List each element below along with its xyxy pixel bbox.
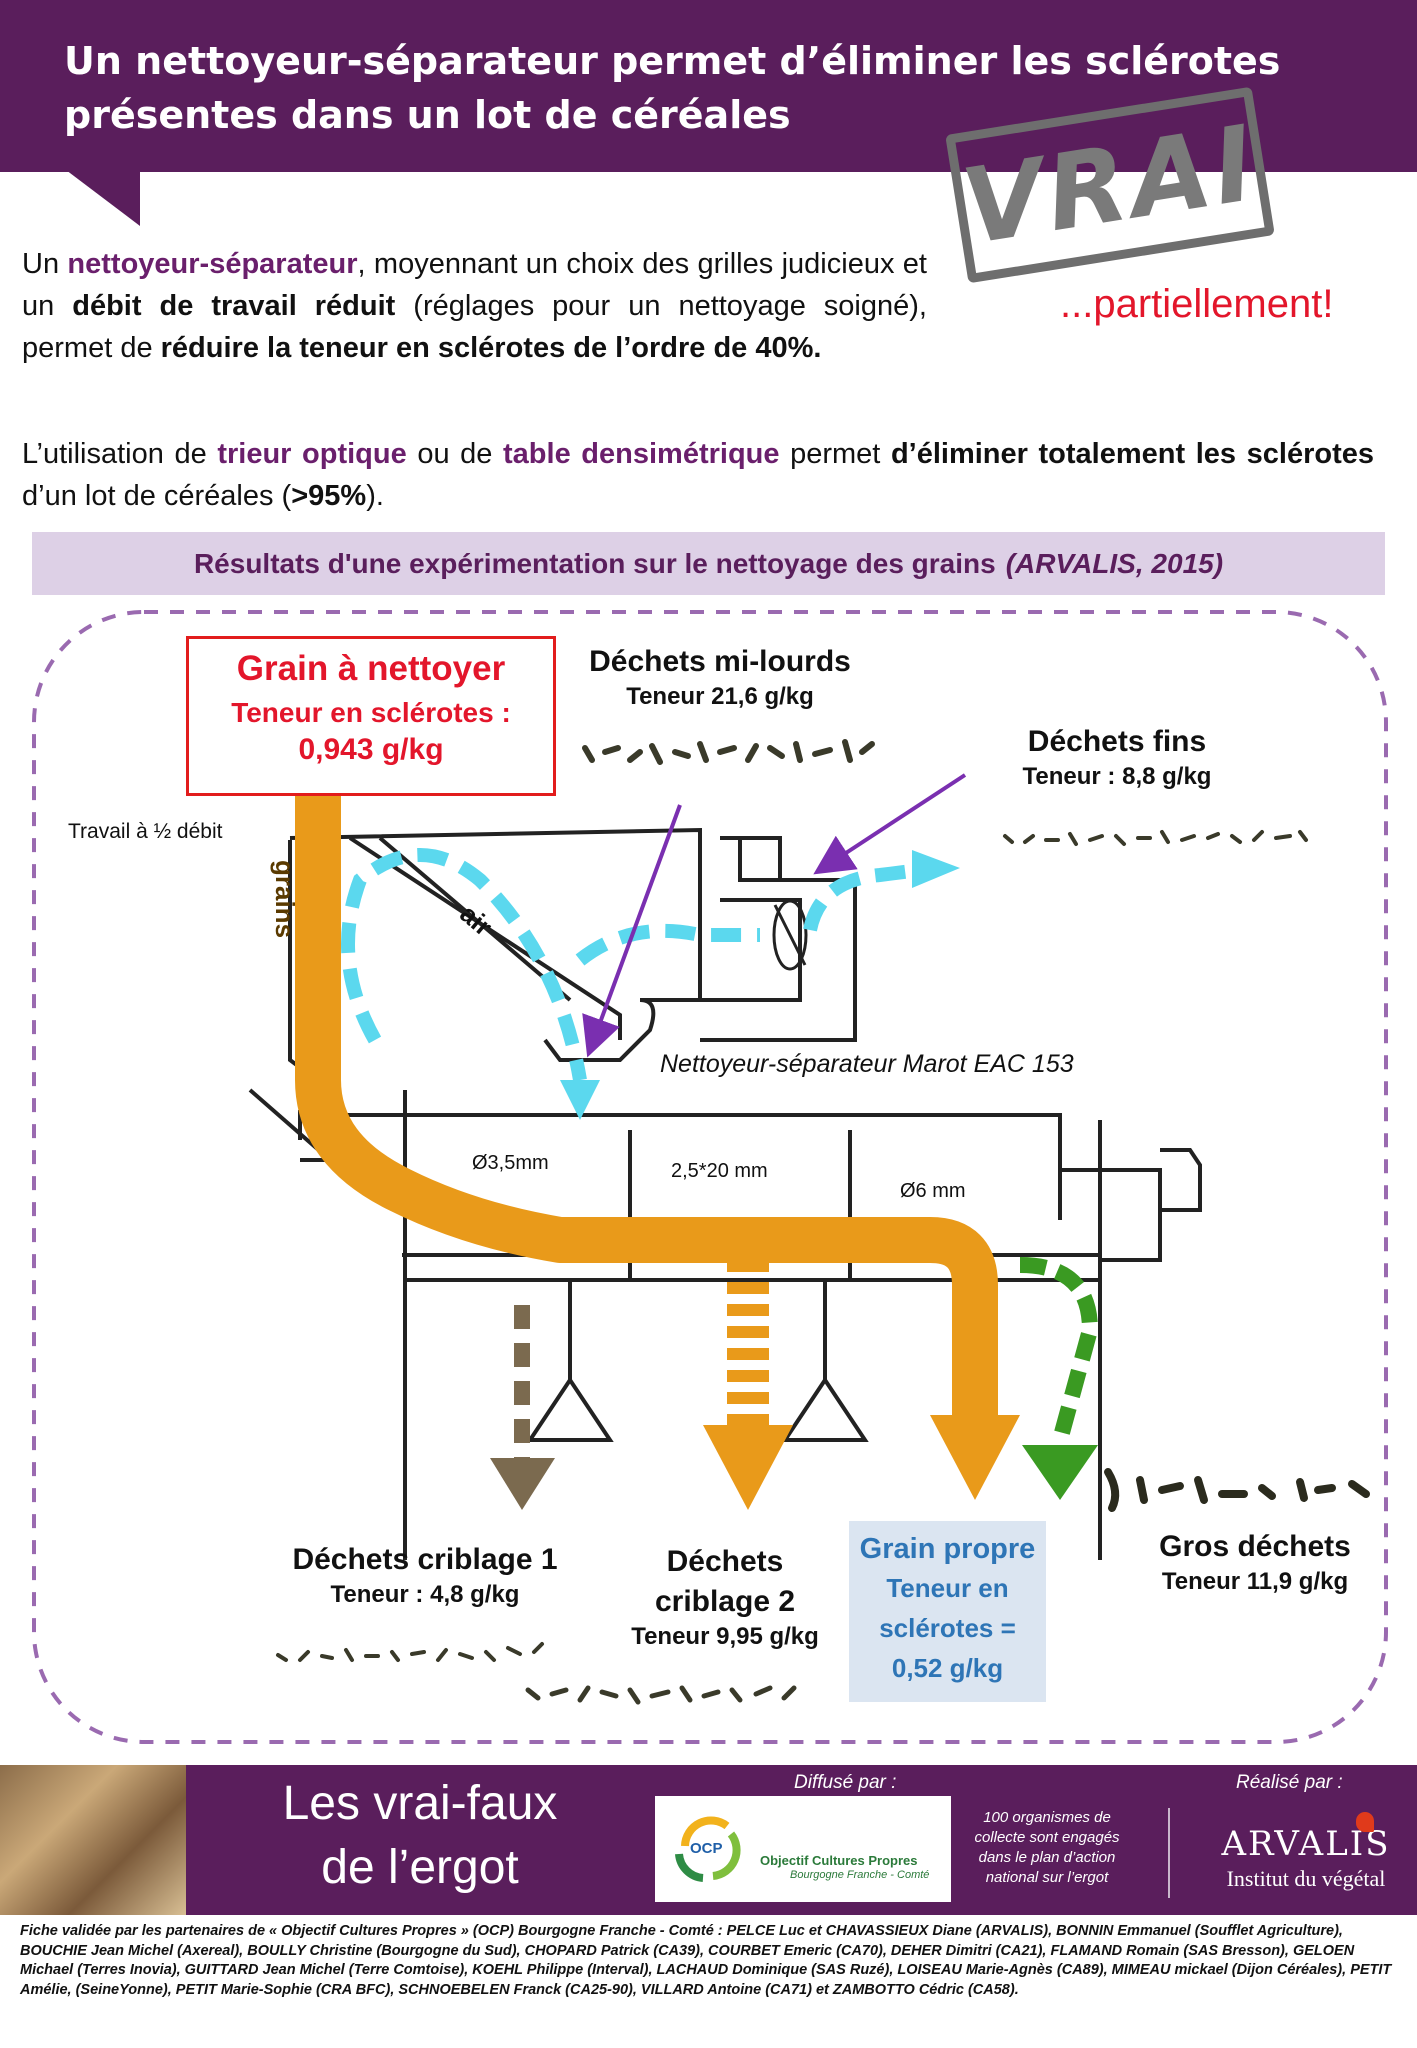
results-source: (ARVALIS, 2015) <box>1005 547 1224 579</box>
criblage1-arrow <box>490 1458 555 1510</box>
gros-flow <box>1019 1257 1099 1443</box>
sample-mi-lourds <box>582 739 875 765</box>
sieve-label: 2,5*20 mm <box>671 1160 768 1182</box>
criblage2-arrow <box>703 1425 793 1510</box>
output-value: Teneur : 4,8 g/kg <box>330 1581 520 1608</box>
output-value: Teneur 11,9 g/kg <box>1161 1568 1349 1595</box>
intro-text: ou de <box>406 438 504 470</box>
intro-bold: d’éliminer totalement les sclérotes <box>890 438 1374 470</box>
series-title: Les vrai-faux de l’ergot <box>190 1772 650 1900</box>
output-value: Teneur : 8,8 g/kg <box>1022 763 1212 790</box>
wheat-photo <box>0 1765 186 1915</box>
output-name-line2: criblage 2 <box>654 1585 796 1618</box>
arvalis-name: ARVALIS <box>1221 1824 1391 1864</box>
arvalis-tagline: Institut du végétal <box>1226 1866 1386 1891</box>
page-title: Un nettoyeur-séparateur permet d’élimine… <box>64 39 1281 137</box>
intro-bold: débit de travail réduit <box>72 290 396 322</box>
air-arrow-down <box>560 1080 600 1120</box>
sieve-label: Ø3,5mm <box>472 1152 549 1174</box>
diagram-frame <box>32 610 1388 1744</box>
intro-text: L’utilisation de <box>22 438 218 470</box>
intro-paragraph-2: L’utilisation de trieur optique ou de ta… <box>22 433 1374 517</box>
fan-icon <box>772 899 808 971</box>
results-heading: Résultats d'une expérimentation sur le n… <box>32 532 1385 595</box>
sample-criblage2 <box>525 1685 797 1705</box>
made-by-label: Réalisé par : <box>1236 1772 1343 1793</box>
work-rate-note: Travail à ½ débit <box>68 820 223 843</box>
sample-gros <box>1104 1468 1370 1512</box>
intro-text: (réglages pour un nettoyage soigné), per… <box>22 290 927 364</box>
intro-bold: réduire la teneur en sclérotes de l’ordr… <box>160 332 822 364</box>
input-label: Teneur en sclérotes : <box>231 697 511 728</box>
input-value: 0,943 g/kg <box>298 733 444 766</box>
series-title-line1: Les vrai-faux <box>282 1777 558 1830</box>
credits: Fiche validée par les partenaires de « O… <box>20 1923 1392 1998</box>
arvalis-logo: ARVALIS Institut du végétal <box>1206 1824 1406 1892</box>
intro-text: Un <box>22 248 68 280</box>
pointer-mi-lourds <box>582 804 682 1058</box>
cleaner-diagram <box>32 610 1388 1744</box>
output-value: Teneur 21,6 g/kg <box>626 683 814 710</box>
verdict-qualifier: ...partiellement! <box>1060 282 1334 326</box>
output-fins: Déchets fins Teneur : 8,8 g/kg <box>982 725 1252 791</box>
output-value: Teneur 9,95 g/kg <box>631 1623 819 1650</box>
header-banner: Un nettoyeur-séparateur permet d’élimine… <box>0 0 1417 172</box>
output-gros: Gros déchets Teneur 11,9 g/kg <box>1130 1530 1380 1596</box>
air-flow <box>341 848 921 1082</box>
output-name: Déchets criblage 1 <box>292 1543 558 1576</box>
output-grain-propre: Grain propre Teneur en sclérotes = 0,52 … <box>849 1521 1046 1702</box>
grains-flow-label: grains <box>270 860 300 939</box>
footer-divider <box>1168 1808 1170 1898</box>
output-name: Gros déchets <box>1159 1530 1351 1563</box>
ocp-swirl-icon <box>675 1816 741 1882</box>
output-value-line3: 0,52 g/kg <box>891 1653 1004 1683</box>
intro-highlight: nettoyeur-séparateur <box>67 248 358 280</box>
output-name-line1: Déchets <box>666 1545 784 1578</box>
engagement-note: 100 organismes de collecte sont engagés … <box>974 1809 1120 1886</box>
arvalis-leaf-icon <box>1356 1812 1374 1832</box>
output-value-line2: sclérotes = <box>879 1613 1016 1643</box>
series-title-line2: de l’ergot <box>321 1841 519 1894</box>
diffused-by-label: Diffusé par : <box>794 1772 897 1793</box>
intro-bold: >95% <box>291 480 367 512</box>
intro-text: ). <box>366 480 384 512</box>
air-arrow-fine <box>912 850 960 888</box>
header-speech-tail <box>66 170 140 226</box>
intro-text: permet <box>779 438 891 470</box>
output-mi-lourds: Déchets mi-lourds Teneur 21,6 g/kg <box>560 645 880 711</box>
output-criblage1: Déchets criblage 1 Teneur : 4,8 g/kg <box>280 1543 570 1609</box>
machine-name: Nettoyeur-séparateur Marot EAC 153 <box>660 1050 1074 1078</box>
ocp-logo <box>655 1796 951 1902</box>
input-name: Grain à nettoyer <box>236 649 506 688</box>
ocp-region: Bourgogne Franche - Comté <box>790 1869 930 1881</box>
sample-criblage1 <box>276 1642 544 1662</box>
output-name: Déchets fins <box>1027 725 1207 758</box>
intro-text: d’un lot de céréales ( <box>22 480 292 512</box>
sample-fins <box>1003 830 1308 846</box>
grain-flow <box>295 795 998 1420</box>
ocp-badge: OCP <box>690 1840 723 1857</box>
intro-paragraph-1: Un nettoyeur-séparateur, moyennant un ch… <box>22 243 927 369</box>
sieve-label: Ø6 mm <box>900 1180 966 1202</box>
output-name: Déchets mi-lourds <box>589 645 851 678</box>
pointer-fins <box>813 773 967 875</box>
intro-text: , moyennant un choix des grilles judicie… <box>22 248 927 322</box>
intro-highlight: trieur optique <box>217 438 407 470</box>
input-grain-box: Grain à nettoyer Teneur en sclérotes : 0… <box>186 636 556 796</box>
output-criblage2: Déchets criblage 2 Teneur 9,95 g/kg <box>600 1545 850 1651</box>
ocp-name: Objectif Cultures Propres <box>760 1853 918 1868</box>
grain-flow-arrow-clean <box>930 1415 1020 1500</box>
results-title: Résultats d'une expérimentation sur le n… <box>193 547 996 579</box>
intro-highlight: table densimétrique <box>503 438 780 470</box>
gros-arrow <box>1022 1445 1098 1500</box>
output-value-line1: Teneur en <box>886 1573 1009 1603</box>
output-name: Grain propre <box>859 1533 1036 1565</box>
